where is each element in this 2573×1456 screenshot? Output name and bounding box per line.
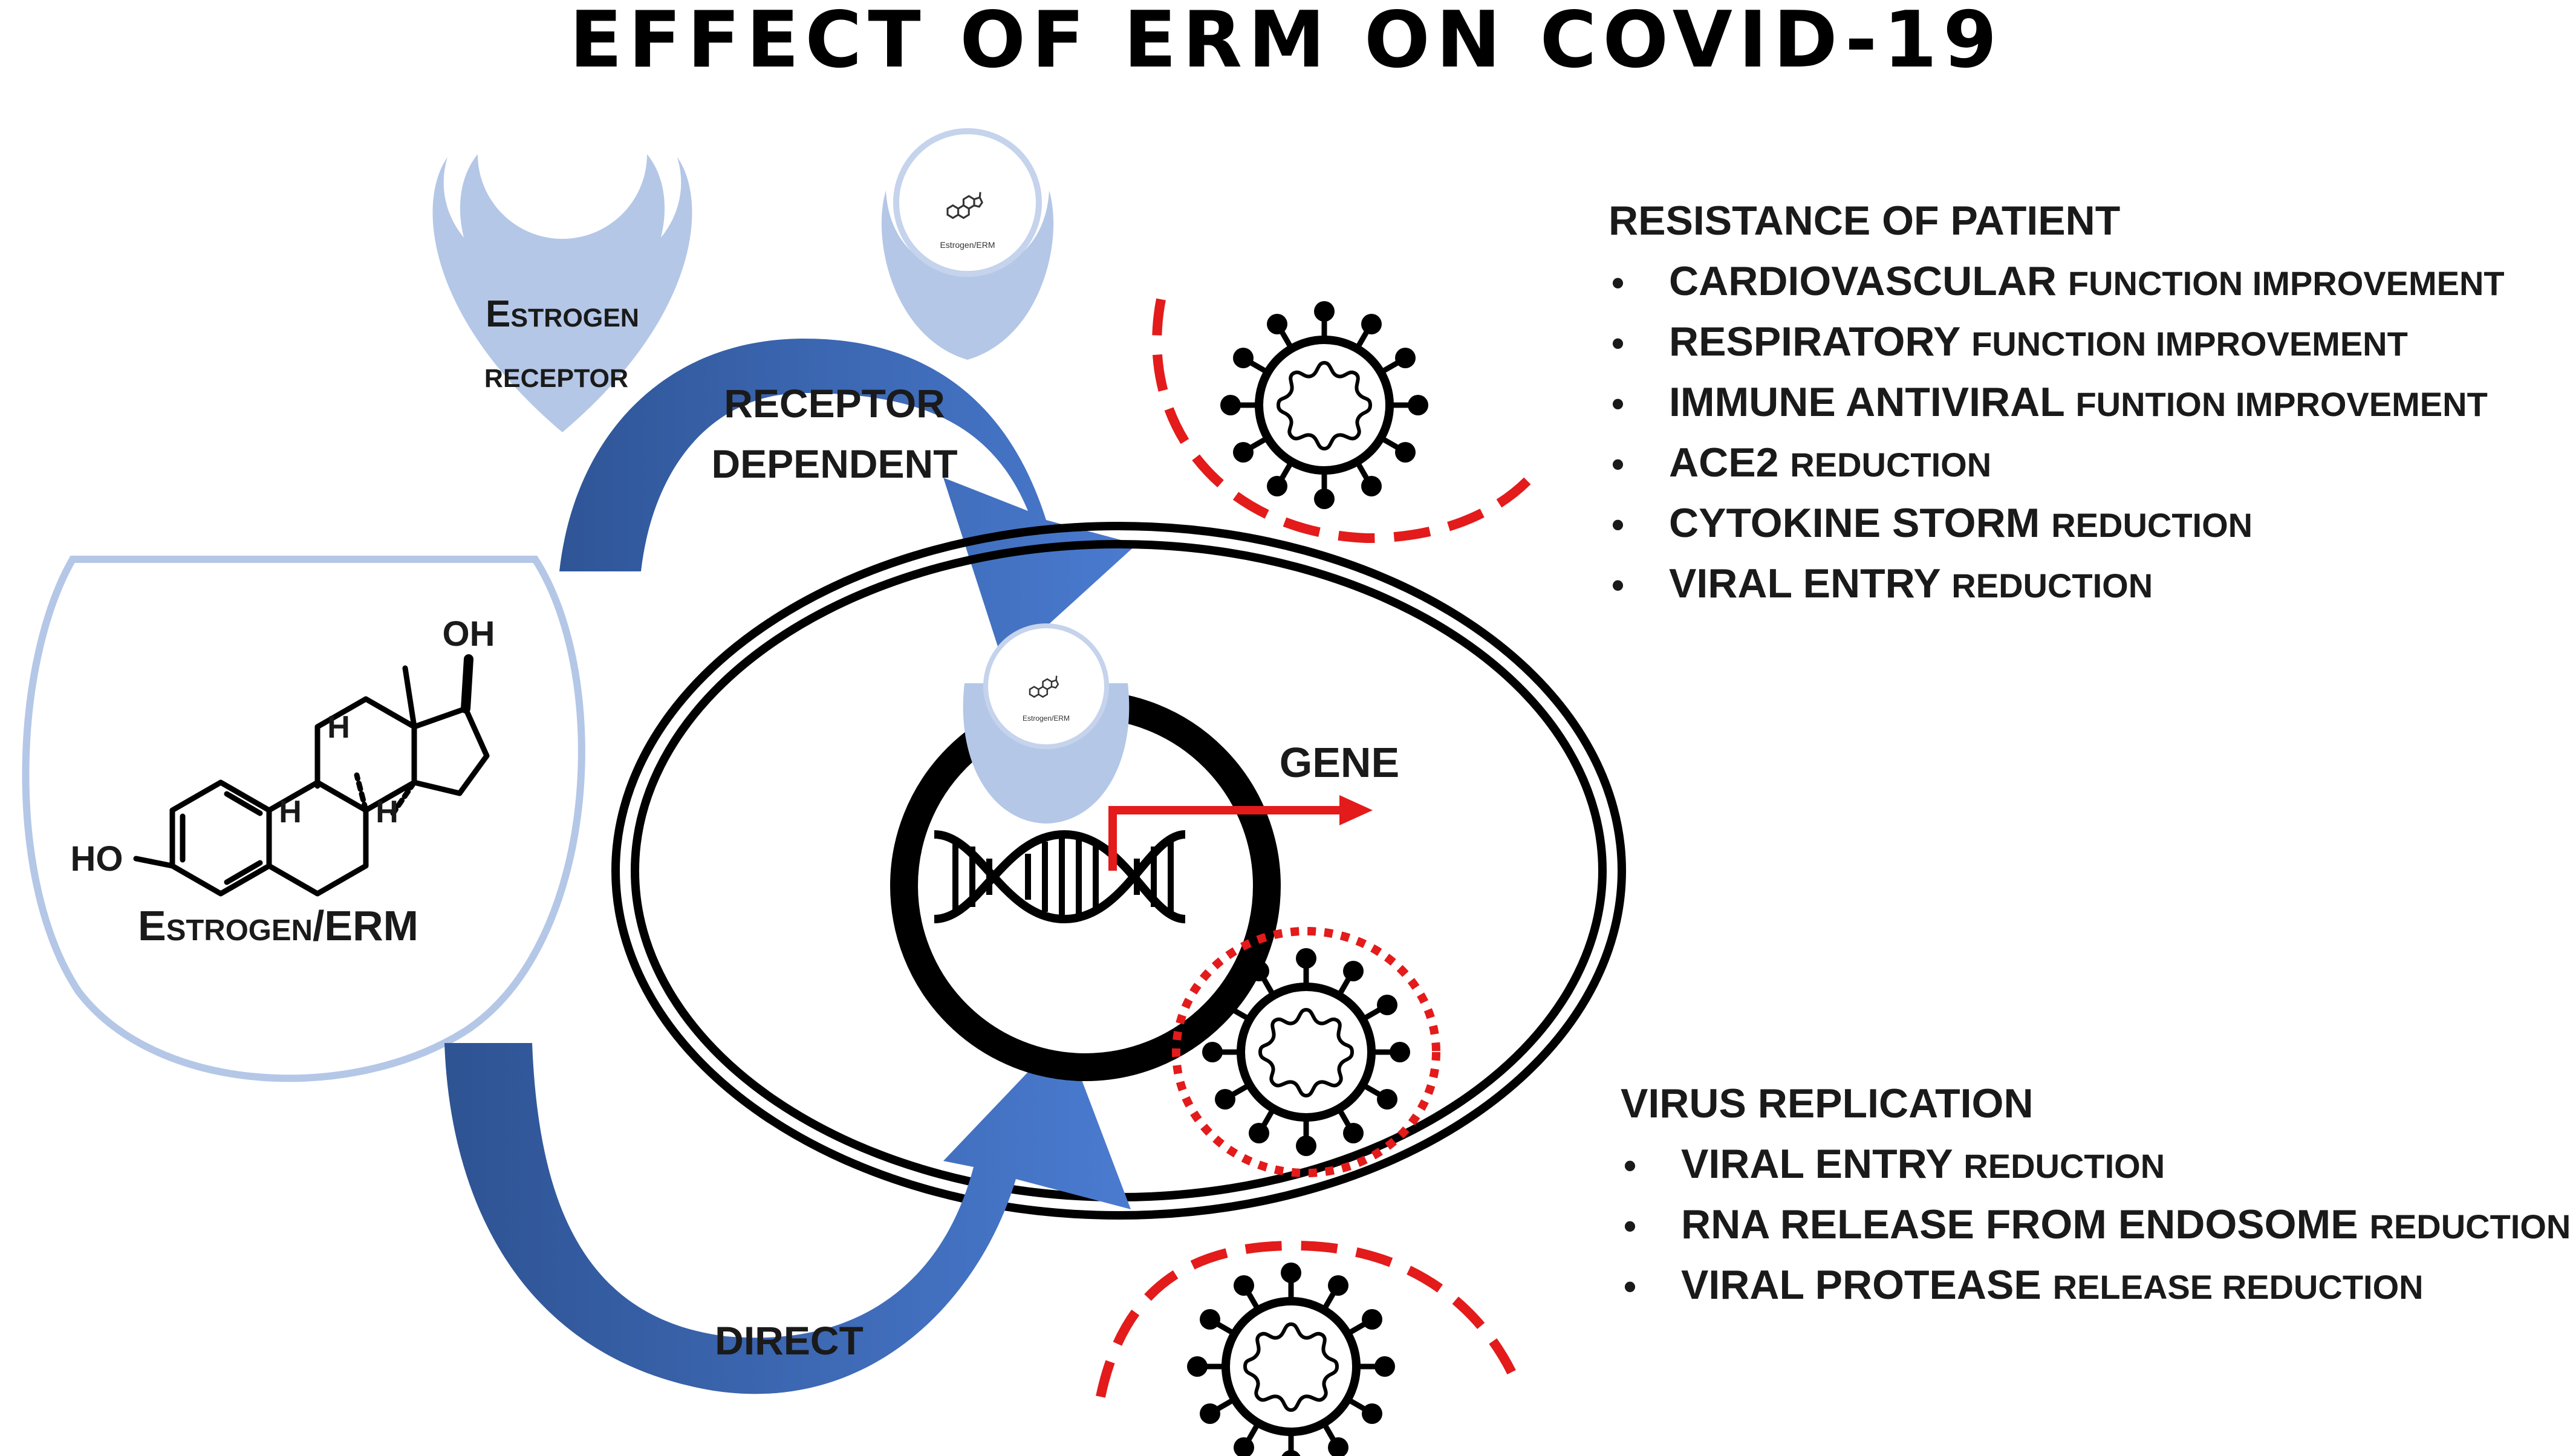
gene-label: GENE [1280, 739, 1399, 786]
molecule-caption: Estrogen/ERM [138, 902, 418, 949]
molecule-ho-label: HO [71, 839, 123, 879]
diagram-title: EFFECT OF ERM ON COVID-19 [570, 0, 2003, 85]
bullet: • [1624, 1266, 1636, 1307]
receptor-dependent-label-2: DEPENDENT [711, 441, 957, 486]
replication-item-rest: release reduction [2053, 1268, 2424, 1306]
resistance-item-rest: function improvement [2068, 264, 2505, 302]
bullet: • [1612, 504, 1624, 545]
replication-item-strong: VIRAL PROTEASE [1681, 1262, 2041, 1308]
resistance-item-rest: function improvement [1971, 325, 2408, 363]
molecule-h-label-3: H [376, 795, 398, 830]
resistance-item-rest: funtion improvement [2075, 385, 2487, 423]
virus-middle [1172, 927, 1440, 1177]
resistance-item-strong: IMMUNE ANTIVIRAL [1669, 379, 2064, 425]
nuclear-mini-molecule-caption: Estrogen/ERM [1023, 714, 1070, 723]
resistance-item: • IMMUNE ANTIVIRAL funtion improvement [1612, 379, 2488, 425]
bullet: • [1612, 565, 1624, 605]
resistance-item-strong: RESPIRATORY [1669, 319, 1960, 365]
gene-expression-arrow [1108, 795, 1373, 871]
bullet: • [1612, 444, 1624, 484]
resistance-item: • CARDIOVASCULAR function improvement [1612, 258, 2505, 304]
resistance-item: • VIRAL ENTRY reduction [1612, 561, 2153, 606]
svg-text:ACE2 reduction: ACE2 reduction [1669, 440, 1991, 486]
replication-item: • VIRAL PROTEASE release reduction [1624, 1262, 2424, 1308]
svg-text:VIRAL ENTRY reduction: VIRAL ENTRY reduction [1669, 561, 2153, 606]
estrogen-receptor-cup [432, 157, 692, 432]
nuclear-mini-molecule-icon [1029, 675, 1059, 698]
resistance-heading: RESISTANCE OF PATIENT [1609, 198, 2120, 244]
molecule-h-label-2: H [279, 795, 302, 830]
mini-molecule-icon [946, 192, 983, 219]
virus-bottom [1096, 1240, 1517, 1456]
resistance-item-rest: reduction [1951, 567, 2153, 605]
svg-text:CYTOKINE STORM reduction: CYTOKINE STORM reduction [1669, 500, 2253, 546]
svg-text:RNA RELEASE FROM ENDOSOME redu: RNA RELEASE FROM ENDOSOME reduction [1681, 1201, 2571, 1247]
svg-text:IMMUNE ANTIVIRAL funtion impro: IMMUNE ANTIVIRAL funtion improvement [1669, 379, 2488, 425]
nuclear-receptor-complex: Estrogen/ERM [963, 623, 1130, 824]
direct-label: DIRECT [715, 1318, 864, 1363]
replication-item-strong: RNA RELEASE FROM ENDOSOME [1681, 1201, 2358, 1247]
resistance-item-strong: ACE2 [1669, 440, 1778, 486]
resistance-panel: RESISTANCE OF PATIENT • CARDIOVASCULAR f… [1609, 198, 2505, 606]
resistance-item: • CYTOKINE STORM reduction [1612, 500, 2253, 546]
resistance-item-strong: CYTOKINE STORM [1669, 500, 2040, 546]
estrogen-erm-container [22, 556, 585, 1082]
svg-text:CARDIOVASCULAR function improv: CARDIOVASCULAR function improvement [1669, 258, 2505, 304]
replication-heading: VIRUS REPLICATION [1621, 1081, 2034, 1126]
bullet: • [1612, 383, 1624, 424]
receptor-label-line1: Estrogen [486, 293, 639, 335]
replication-item: • VIRAL ENTRY reduction [1624, 1141, 2165, 1187]
bullet: • [1624, 1206, 1636, 1246]
replication-item-rest: reduction [2369, 1207, 2571, 1246]
receptor-label-line2: receptor [484, 354, 628, 395]
resistance-item: • ACE2 reduction [1612, 440, 1991, 486]
bullet: • [1624, 1145, 1636, 1186]
direct-arrow [444, 1034, 1131, 1394]
receptor-dependent-arrow [559, 339, 1137, 665]
replication-panel: VIRUS REPLICATION • VIRAL ENTRY reductio… [1621, 1081, 2571, 1308]
replication-item-rest: reduction [1963, 1147, 2165, 1185]
resistance-item-strong: CARDIOVASCULAR [1669, 258, 2057, 304]
dna-helix-icon [934, 830, 1186, 924]
svg-text:VIRAL ENTRY reduction: VIRAL ENTRY reduction [1681, 1141, 2165, 1187]
svg-text:VIRAL PROTEASE release reducti: VIRAL PROTEASE release reduction [1681, 1262, 2424, 1308]
bullet: • [1612, 323, 1624, 363]
bullet: • [1612, 262, 1624, 303]
resistance-item-rest: reduction [2051, 506, 2253, 544]
molecule-oh-label: OH [443, 614, 495, 654]
resistance-item: • RESPIRATORY function improvement [1612, 319, 2408, 365]
replication-item-strong: VIRAL ENTRY [1681, 1141, 1953, 1187]
resistance-item-strong: VIRAL ENTRY [1669, 561, 1940, 606]
receptor-dependent-label-1: RECEPTOR [724, 381, 945, 426]
mini-molecule-caption: Estrogen/ERM [940, 240, 995, 250]
cell-outer-membrane [611, 522, 1626, 1220]
virus-top [1152, 299, 1540, 544]
molecule-h-label-1: H [327, 710, 350, 745]
replication-item: • RNA RELEASE FROM ENDOSOME reduction [1624, 1201, 2571, 1247]
svg-text:RESPIRATORY function improveme: RESPIRATORY function improvement [1669, 319, 2408, 365]
resistance-item-rest: reduction [1790, 446, 1991, 484]
bound-receptor-top: Estrogen/ERM [881, 128, 1054, 360]
